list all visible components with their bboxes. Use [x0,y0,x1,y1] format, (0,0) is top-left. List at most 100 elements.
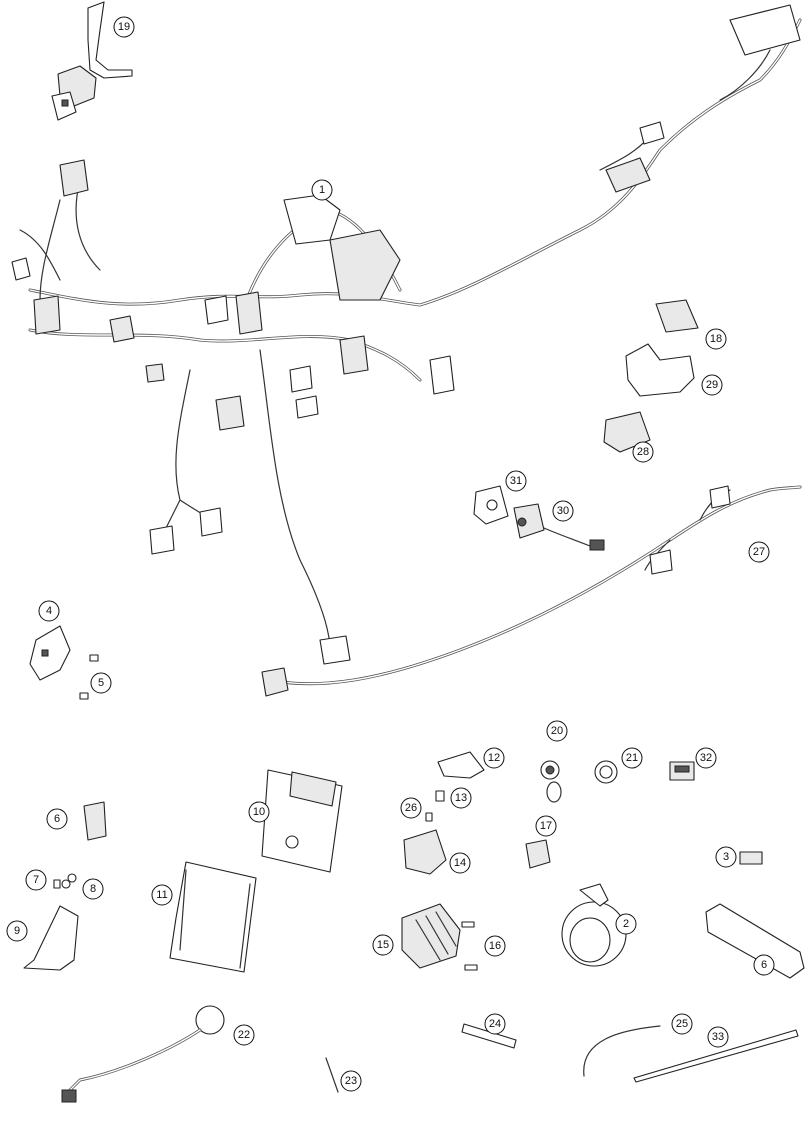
callout-circle [632,441,654,463]
callout-3: 3 [715,846,737,868]
callout-circle [6,920,28,942]
part-5-screws [79,654,99,700]
callout-number: 8 [90,883,96,895]
part-13-fuse [435,790,445,802]
part-20-cap [540,760,562,803]
callout-number: 30 [557,505,569,517]
callout-number: 15 [377,939,389,951]
callout-number: 19 [118,21,130,33]
callout-number: 11 [156,889,167,901]
callout-5: 5 [90,672,112,694]
callout-20: 20 [546,720,568,742]
callout-number: 33 [712,1031,724,1043]
callout-23: 23 [340,1070,362,1092]
callout-circle [233,1024,255,1046]
callout-30: 30 [552,500,574,522]
callout-number: 26 [405,802,417,814]
part-32-switch [669,761,695,781]
part-14-regulator [403,829,447,875]
part-31-holder [473,485,509,525]
part-18-relay [655,299,699,333]
callout-number: 4 [46,605,52,617]
callout-circle [615,913,637,935]
callout-number: 18 [710,333,722,345]
callout-number: 23 [345,1075,357,1087]
part-23-pin [325,1057,339,1093]
callout-circle [621,747,643,769]
part-27-harness [261,485,802,697]
part-15-regulator [401,903,461,969]
callout-15: 15 [372,934,394,956]
callout-2: 2 [615,913,637,935]
callout-number: 7 [33,874,39,886]
callout-1: 1 [311,179,333,201]
part-8-nuts [61,873,77,889]
callout-28: 28 [632,441,654,463]
callout-number: 24 [489,1018,501,1030]
part-6-cover [83,801,107,841]
callout-circle [340,1070,362,1092]
part-21-socket [594,760,618,784]
callout-circle [484,1013,506,1035]
callout-29: 29 [701,374,723,396]
callout-6: 6 [753,954,775,976]
callout-number: 13 [455,792,467,804]
part-24-strap [461,1023,517,1049]
callout-27: 27 [748,541,770,563]
part-12-holder [437,751,485,779]
callout-circle [90,672,112,694]
callout-circle [505,470,527,492]
callout-number: 29 [706,379,718,391]
part-30-sensor [513,503,605,551]
callout-circle [450,787,472,809]
callout-number: 32 [700,752,712,764]
callout-9: 9 [6,920,28,942]
callout-circle [449,852,471,874]
callout-circle [483,747,505,769]
callout-circle [671,1013,693,1035]
callout-circle [311,179,333,201]
callout-circle [82,878,104,900]
callout-number: 28 [637,446,649,458]
callout-number: 2 [623,918,629,930]
callout-circle [46,808,68,830]
callout-26: 26 [400,797,422,819]
part-22-cable [61,1005,225,1103]
part-6-cover-right [705,903,805,979]
callout-14: 14 [449,852,471,874]
callout-circle [484,935,506,957]
part-26-screw [425,812,433,822]
part-19-bracket [51,1,133,121]
callout-circle [372,934,394,956]
callout-number: 17 [540,820,552,832]
callout-number: 6 [54,813,60,825]
part-2-horn [561,883,627,967]
callout-31: 31 [505,470,527,492]
callout-33: 33 [707,1026,729,1048]
callout-7: 7 [25,869,47,891]
part-10-ecu [261,769,343,873]
callout-number: 10 [253,806,265,818]
callout-16: 16 [484,935,506,957]
callout-number: 21 [626,752,638,764]
callout-22: 22 [233,1024,255,1046]
callout-circle [552,500,574,522]
callout-circle [707,1026,729,1048]
callout-11: 11 [151,884,173,906]
callout-circle [400,797,422,819]
callout-circle [748,541,770,563]
part-16-screws [461,921,478,971]
callout-number: 9 [14,925,20,937]
callout-number: 12 [488,752,500,764]
part-33-cable-tie [633,1029,799,1083]
callout-circle [753,954,775,976]
callout-circle [701,374,723,396]
callout-number: 22 [238,1029,250,1041]
part-25-clip [583,1025,661,1077]
callout-number: 20 [551,725,563,737]
part-17-connector [525,839,551,869]
callout-number: 6 [761,959,767,971]
callout-circle [535,815,557,837]
